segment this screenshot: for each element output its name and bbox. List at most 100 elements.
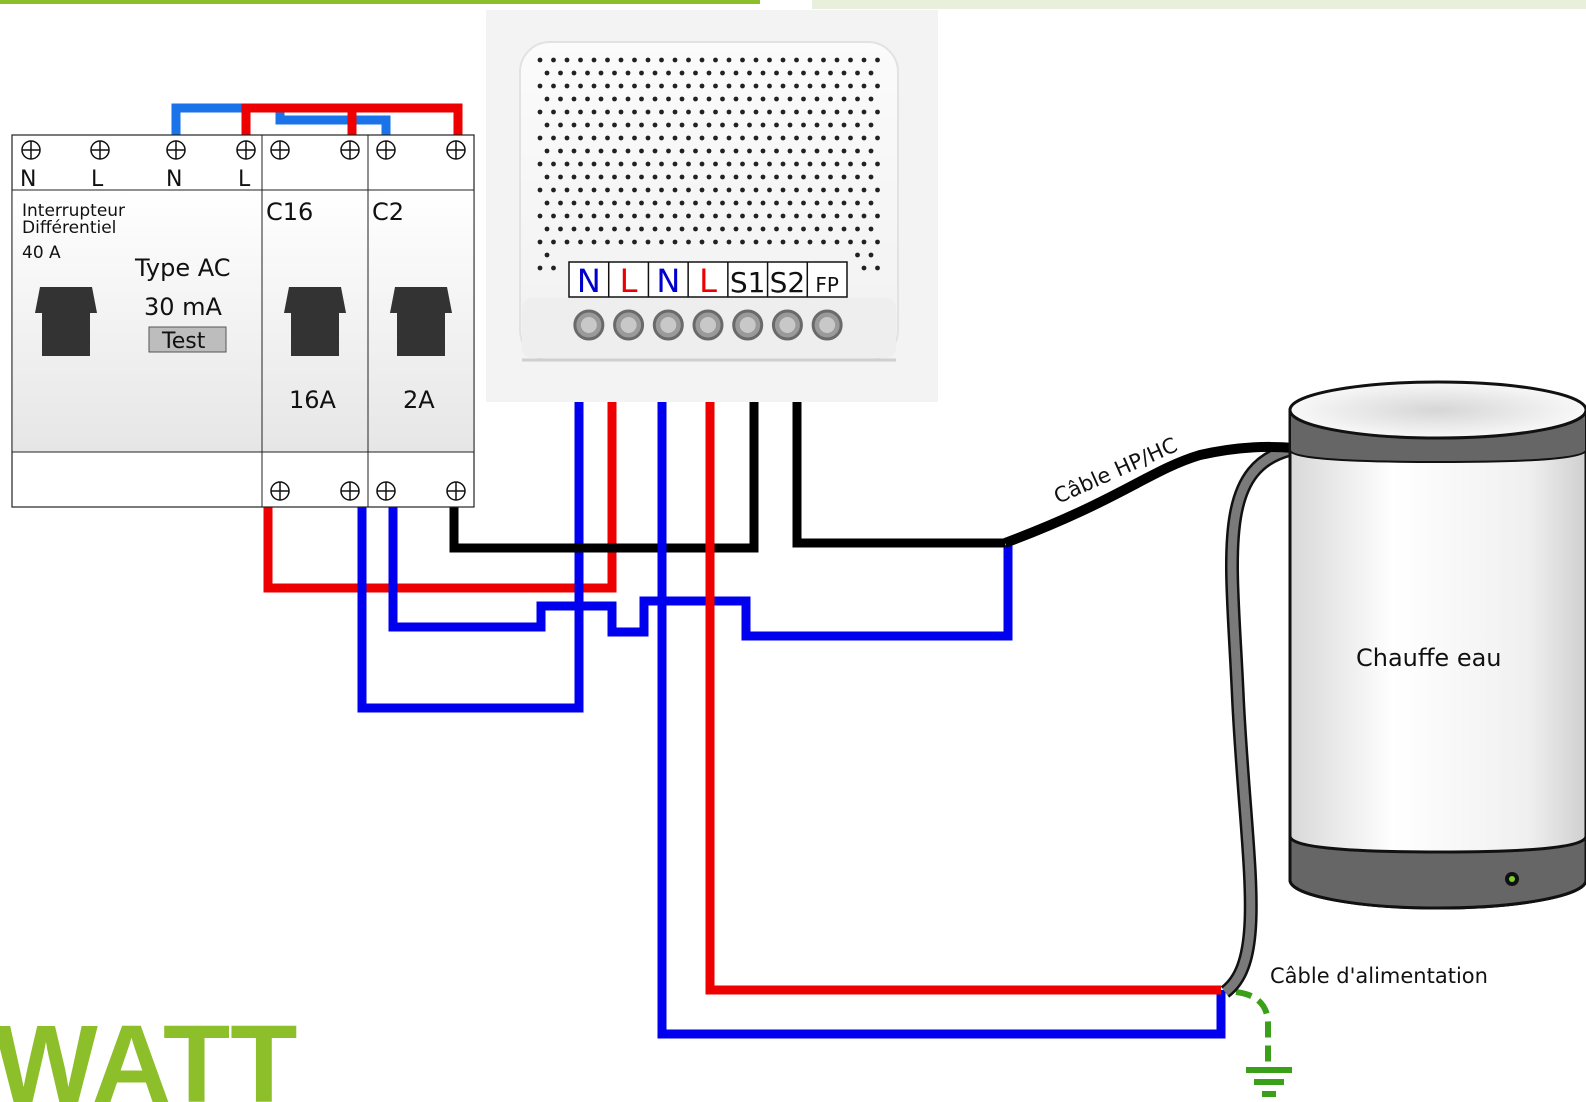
vent-dot xyxy=(747,226,752,232)
vent-dot xyxy=(720,226,725,232)
vent-dot xyxy=(571,96,577,102)
terminal-screw-center xyxy=(739,317,756,333)
vent-dot xyxy=(848,239,853,245)
vent-dot xyxy=(780,239,786,245)
vent-dot xyxy=(834,135,840,141)
vent-dot xyxy=(740,83,745,89)
vent-dot xyxy=(625,148,631,154)
vent-dot xyxy=(828,200,833,206)
heater-indicator-icon xyxy=(1505,872,1519,886)
heater-label: Chauffe eau xyxy=(1356,644,1502,672)
vent-dot xyxy=(767,239,772,245)
vent-dot xyxy=(713,57,718,63)
vent-dot xyxy=(544,70,550,76)
vent-dot xyxy=(767,135,772,141)
vent-dot xyxy=(666,200,671,206)
vent-dot xyxy=(585,200,590,206)
vent-dot xyxy=(868,122,874,128)
vent-dot xyxy=(558,96,563,102)
vent-dot xyxy=(585,122,590,128)
vent-dot xyxy=(618,109,624,115)
vent-dot xyxy=(868,96,874,102)
vent-dot xyxy=(652,122,658,128)
vent-dot xyxy=(753,135,759,141)
vent-dot xyxy=(821,239,826,245)
vent-dot xyxy=(679,226,685,232)
vent-dot xyxy=(821,187,826,193)
vent-dot xyxy=(828,174,833,180)
vent-dot xyxy=(841,96,847,102)
vent-dot xyxy=(760,226,766,232)
vent-dot xyxy=(679,148,685,154)
module-terminal-label: L xyxy=(620,262,638,300)
vent-dot xyxy=(801,70,806,76)
vent-dot xyxy=(807,187,813,193)
terminal-screw-center xyxy=(660,317,677,333)
vent-dot xyxy=(747,70,752,76)
vent-dot xyxy=(767,187,772,193)
vent-dot xyxy=(578,187,583,193)
vent-dot xyxy=(713,135,718,141)
vent-dot xyxy=(855,96,860,102)
vent-dot xyxy=(591,239,597,245)
vent-dot xyxy=(652,70,658,76)
vent-dot xyxy=(740,213,745,219)
vent-dot xyxy=(801,148,806,154)
vent-dot xyxy=(747,200,752,206)
vent-dot xyxy=(645,83,651,89)
vent-dot xyxy=(686,109,691,115)
vent-dot xyxy=(726,109,732,115)
vent-dot xyxy=(834,239,840,245)
vent-dot xyxy=(706,174,712,180)
vent-dot xyxy=(747,174,752,180)
terminal-screw-center xyxy=(700,317,716,333)
vent-dot xyxy=(605,161,610,167)
rcd-test-button[interactable] xyxy=(148,326,227,353)
vent-dot xyxy=(855,148,860,154)
vent-dot xyxy=(605,213,610,219)
vent-dot xyxy=(794,213,799,219)
vent-dot xyxy=(814,226,820,232)
vent-dot xyxy=(794,187,799,193)
vent-dot xyxy=(652,148,658,154)
vent-dot xyxy=(578,135,583,141)
vent-dot xyxy=(598,148,604,154)
module-terminal-label: N xyxy=(656,262,680,300)
vent-dot xyxy=(564,213,570,219)
c2-toggle[interactable] xyxy=(390,287,452,356)
vent-dot xyxy=(780,109,786,115)
vent-dot xyxy=(605,239,610,245)
vent-dot xyxy=(720,96,725,102)
rcd-toggle[interactable] xyxy=(35,287,97,356)
vent-dot xyxy=(841,70,847,76)
vent-dot xyxy=(740,161,745,167)
vent-dot xyxy=(740,187,745,193)
vent-dot xyxy=(618,187,624,193)
vent-dot xyxy=(544,226,550,232)
vent-dot xyxy=(699,83,705,89)
vent-dot xyxy=(855,70,860,76)
vent-dot xyxy=(625,122,631,128)
module-screws xyxy=(573,309,843,341)
vent-dot xyxy=(801,122,806,128)
vent-dot xyxy=(726,135,732,141)
vent-dot xyxy=(632,213,637,219)
vent-dot xyxy=(659,83,664,89)
vent-dot xyxy=(625,96,631,102)
vent-dot xyxy=(726,187,732,193)
vent-dot xyxy=(814,148,820,154)
vent-dot xyxy=(564,83,570,89)
vent-dot xyxy=(578,109,583,115)
vent-dot xyxy=(551,239,556,245)
vent-dot xyxy=(605,109,610,115)
vent-dot xyxy=(571,122,577,128)
vent-dot xyxy=(625,174,631,180)
vent-dot xyxy=(605,57,610,63)
vent-dot xyxy=(814,174,820,180)
vent-dot xyxy=(861,109,867,115)
vent-dot xyxy=(699,213,705,219)
vent-dot xyxy=(801,226,806,232)
vent-dot xyxy=(875,239,880,245)
c16-toggle[interactable] xyxy=(284,287,346,356)
vent-dot xyxy=(726,213,732,219)
